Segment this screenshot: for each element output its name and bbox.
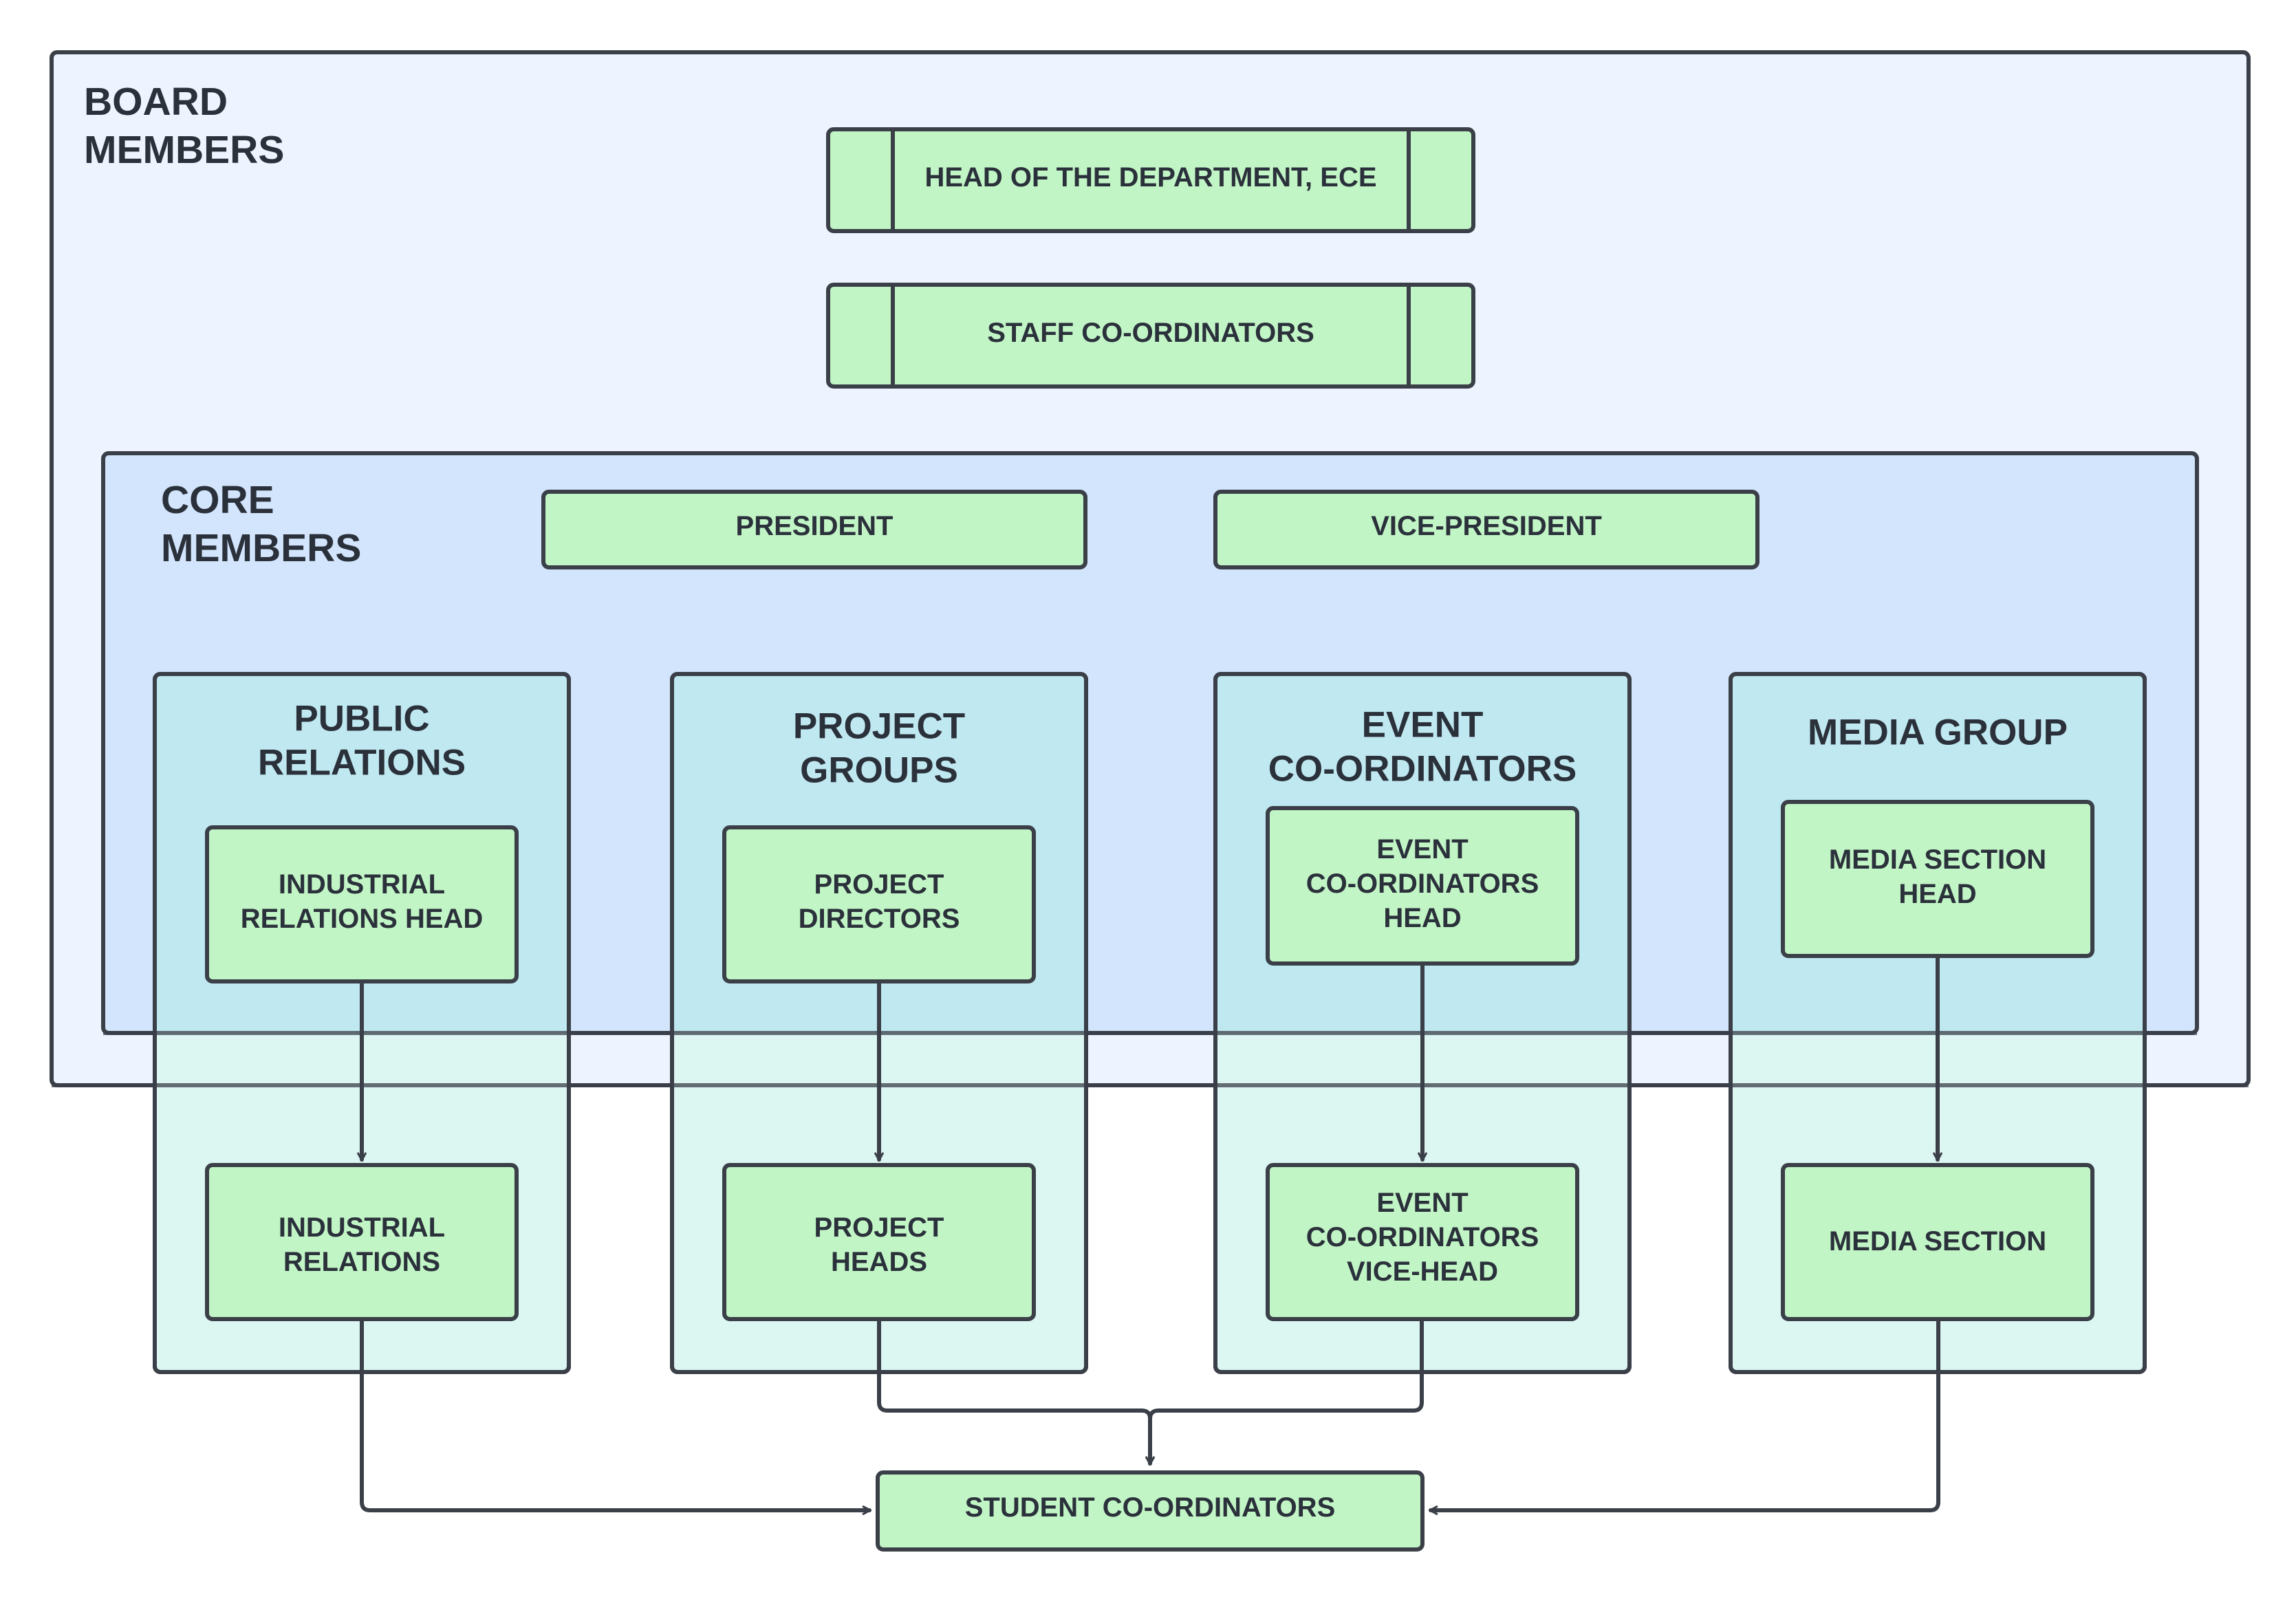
media-group-member-label-line: MEDIA SECTION <box>1829 1226 2046 1257</box>
core-members-title-line: CORE <box>161 478 274 522</box>
media-group-member-node <box>1781 1163 2094 1321</box>
project-groups-head-label-line: PROJECT <box>814 869 944 900</box>
media-group-head-label-line: HEAD <box>1898 879 1976 909</box>
event-vice-head-to-students-edge <box>1150 1317 1424 1466</box>
event-coordinators-head-label-line: EVENT <box>1376 834 1468 864</box>
head-of-department-node-label: HEAD OF THE DEPARTMENT, ECE <box>924 162 1376 193</box>
event-coordinators-head-label: EVENT CO-ORDINATORS HEAD <box>1306 834 1539 933</box>
public-relations-head-label-line: INDUSTRIAL <box>279 869 445 900</box>
project-groups-member-label-line: HEADS <box>831 1247 927 1277</box>
event-coordinators-member-label-line: VICE-HEAD <box>1347 1257 1498 1287</box>
president-node <box>541 490 1087 569</box>
public-relations-member-node <box>205 1163 519 1321</box>
event-coordinators-head-node <box>1266 806 1579 966</box>
head-of-department-node-label-line: HEAD OF THE DEPARTMENT, ECE <box>924 162 1376 193</box>
president-label: PRESIDENT <box>736 511 894 541</box>
media-group-title: MEDIA GROUP <box>1808 713 2068 753</box>
media-section-to-students-edge <box>1429 1317 1940 1510</box>
staff-coordinators-node <box>826 283 1475 389</box>
event-coordinators-head-label-line: CO-ORDINATORS <box>1306 869 1539 899</box>
staff-coordinators-node-label-line: STAFF CO-ORDINATORS <box>987 318 1314 348</box>
project-groups-member-node <box>722 1163 1036 1321</box>
public-relations-member-label-line: INDUSTRIAL <box>279 1212 445 1243</box>
event-coordinators-title-line: EVENT <box>1362 705 1484 746</box>
public-relations-head-node <box>205 825 519 983</box>
event-coordinators-title-line: CO-ORDINATORS <box>1268 749 1577 790</box>
president-label-line: PRESIDENT <box>736 511 894 541</box>
event-coordinators-head-label-line: HEAD <box>1383 903 1461 933</box>
event-coordinators-member-label-line: CO-ORDINATORS <box>1306 1222 1539 1252</box>
industrial-relations-to-students-edge <box>360 1317 871 1510</box>
head-of-department-node <box>826 127 1475 233</box>
student-coordinators-label-line: STUDENT CO-ORDINATORS <box>965 1492 1336 1523</box>
project-groups-title-line: GROUPS <box>800 750 958 791</box>
student-coordinators-label: STUDENT CO-ORDINATORS <box>965 1492 1336 1523</box>
project-groups-member-label-line: PROJECT <box>814 1212 944 1243</box>
event-coordinators-member-node <box>1266 1163 1579 1321</box>
public-relations-head-label: INDUSTRIAL RELATIONS HEAD <box>241 869 484 934</box>
media-group-head-node <box>1781 800 2094 958</box>
public-relations-title-line: RELATIONS <box>258 743 466 783</box>
media-group-head-label: MEDIA SECTION HEAD <box>1829 845 2046 909</box>
event-coordinators-member-label: EVENT CO-ORDINATORS VICE-HEAD <box>1306 1188 1539 1287</box>
core-members-title-line: MEMBERS <box>161 526 361 570</box>
public-relations-title-line: PUBLIC <box>294 699 429 739</box>
public-relations-member-label-line: RELATIONS <box>283 1247 440 1277</box>
media-group-title-line: MEDIA GROUP <box>1808 713 2068 753</box>
media-group-head-label-line: MEDIA SECTION <box>1829 845 2046 875</box>
event-coordinators-member-label-line: EVENT <box>1376 1188 1468 1218</box>
staff-coordinators-node-label: STAFF CO-ORDINATORS <box>987 318 1314 348</box>
vice-president-label: VICE-PRESIDENT <box>1371 511 1602 541</box>
project-groups-title-line: PROJECT <box>793 706 965 747</box>
project-groups-head-label: PROJECT DIRECTORS <box>799 869 960 934</box>
media-group-member-label: MEDIA SECTION <box>1829 1226 2046 1257</box>
student-coordinators-node <box>876 1470 1425 1552</box>
vice-president-node <box>1213 490 1759 569</box>
project-groups-head-label-line: DIRECTORS <box>799 904 960 934</box>
board-members-title-line: MEMBERS <box>84 128 284 172</box>
vice-president-label-line: VICE-PRESIDENT <box>1371 511 1602 541</box>
public-relations-head-label-line: RELATIONS HEAD <box>241 904 484 934</box>
board-members-title-line: BOARD <box>84 80 228 124</box>
project-groups-member-label: PROJECT HEADS <box>814 1212 944 1277</box>
public-relations-member-label: INDUSTRIAL RELATIONS <box>279 1212 445 1277</box>
project-groups-head-node <box>722 825 1036 983</box>
